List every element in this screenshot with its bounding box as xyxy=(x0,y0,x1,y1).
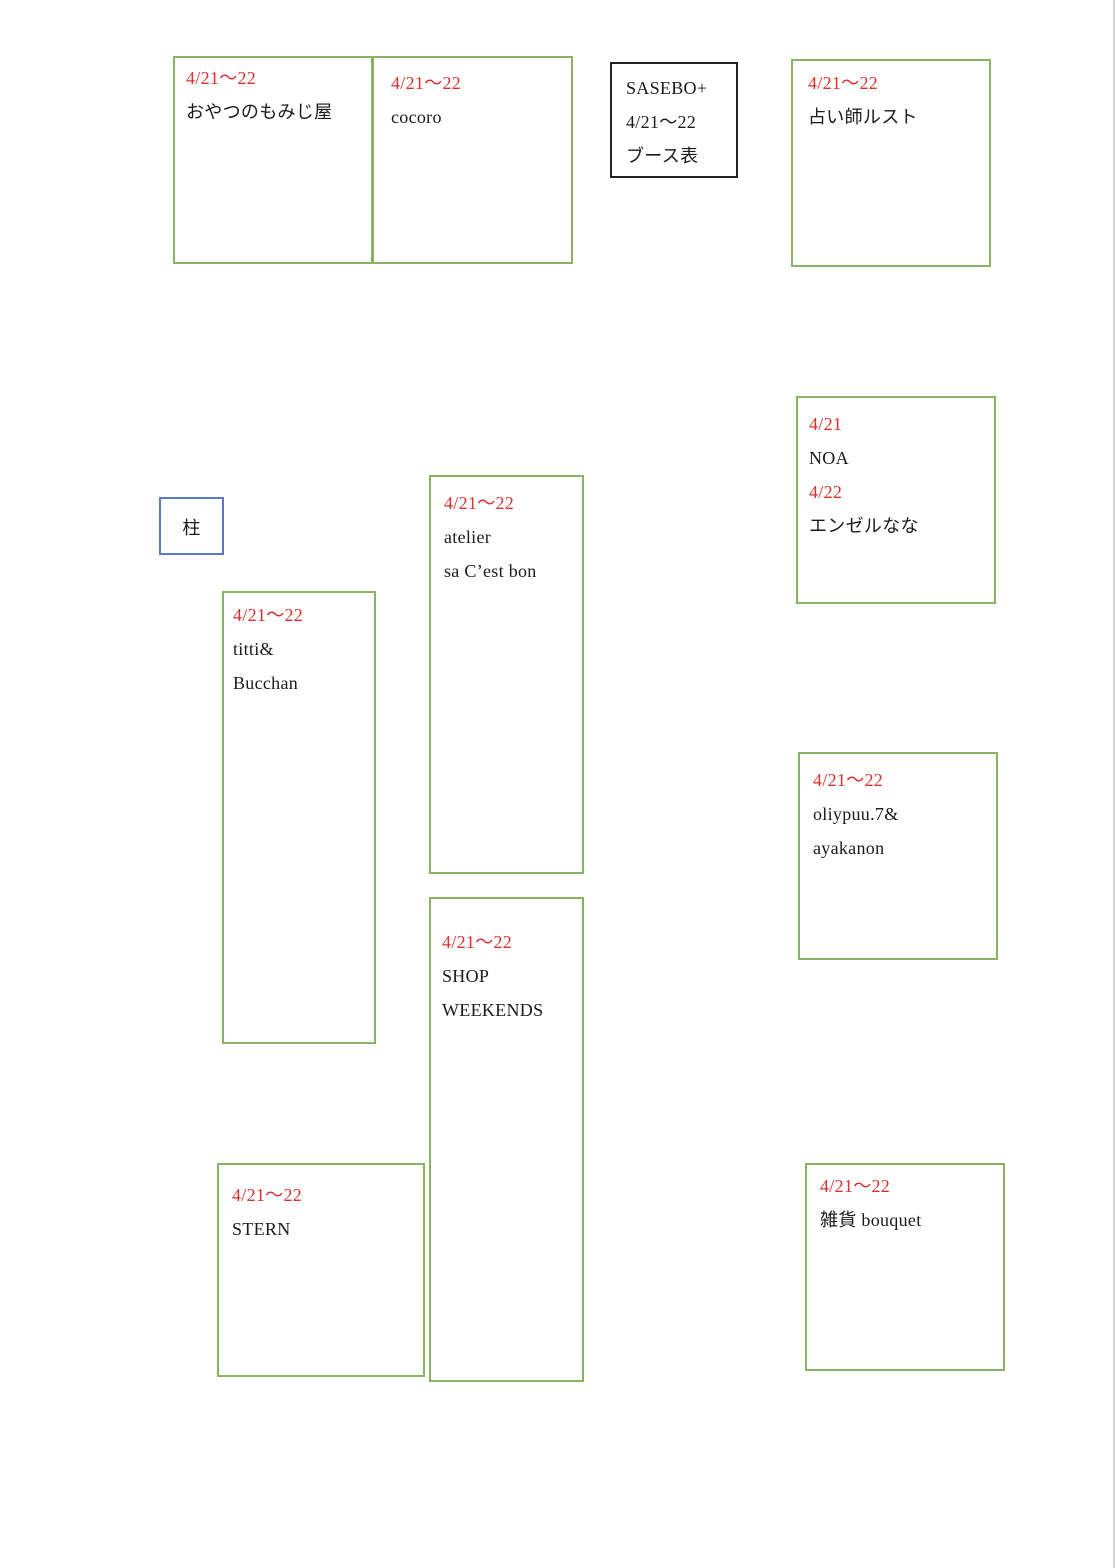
page-edge xyxy=(1113,0,1115,1568)
pillar: 柱 xyxy=(159,497,224,555)
booth-cocoro: 4/21〜22 cocoro xyxy=(372,56,573,264)
booth-uranaishi-rust: 4/21〜22 占い師ルスト xyxy=(791,59,991,267)
booth-name: おやつのもみじ屋 xyxy=(186,102,333,122)
booth-name: titti& xyxy=(233,639,274,659)
booth-date: 4/21〜22 xyxy=(391,73,462,93)
booth-zakka-bouquet: 4/21〜22 雑貨 bouquet xyxy=(805,1163,1005,1371)
title-line: ブース表 xyxy=(626,146,699,166)
booth-name: 占い師ルスト xyxy=(808,107,918,127)
booth-name-2: ayakanon xyxy=(813,838,885,858)
booth-oliypuu-ayakanon: 4/21〜22 oliypuu.7& ayakanon xyxy=(798,752,998,960)
booth-date: 4/21 xyxy=(809,414,843,434)
booth-date: 4/21〜22 xyxy=(186,68,257,88)
booth-name-2: エンゼルなな xyxy=(809,516,919,536)
booth-date: 4/21〜22 xyxy=(820,1176,891,1196)
booth-titti-bucchan: 4/21〜22 titti& Bucchan xyxy=(222,591,376,1044)
booth-date: 4/21〜22 xyxy=(233,605,304,625)
booth-noa-angel-nana: 4/21 NOA 4/22 エンゼルなな xyxy=(796,396,996,604)
booth-atelier: 4/21〜22 atelier sa C’est bon xyxy=(429,475,584,874)
booth-shop-weekends: 4/21〜22 SHOP WEEKENDS xyxy=(429,897,584,1382)
title-line: 4/21〜22 xyxy=(626,112,697,132)
booth-name: cocoro xyxy=(391,107,442,127)
booth-date-2: 4/22 xyxy=(809,482,843,502)
pillar-label: 柱 xyxy=(182,518,201,538)
booth-date: 4/21〜22 xyxy=(444,493,515,513)
title-box: SASEBO+ 4/21〜22 ブース表 xyxy=(610,62,738,178)
booth-date: 4/21〜22 xyxy=(442,932,513,952)
booth-name: atelier xyxy=(444,527,492,547)
booth-date: 4/21〜22 xyxy=(808,73,879,93)
booth-name: STERN xyxy=(232,1219,291,1239)
booth-name: SHOP xyxy=(442,966,490,986)
booth-name: NOA xyxy=(809,448,849,468)
booth-date: 4/21〜22 xyxy=(232,1185,303,1205)
title-line: SASEBO+ xyxy=(626,78,708,98)
booth-date: 4/21〜22 xyxy=(813,770,884,790)
booth-name-2: Bucchan xyxy=(233,673,299,693)
booth-oyatsu-momijiya: 4/21〜22 おやつのもみじ屋 xyxy=(173,56,373,264)
booth-name-2: WEEKENDS xyxy=(442,1000,544,1020)
booth-stern: 4/21〜22 STERN xyxy=(217,1163,425,1377)
booth-name: oliypuu.7& xyxy=(813,804,899,824)
booth-name: 雑貨 bouquet xyxy=(820,1210,922,1230)
booth-name-2: sa C’est bon xyxy=(444,561,537,581)
